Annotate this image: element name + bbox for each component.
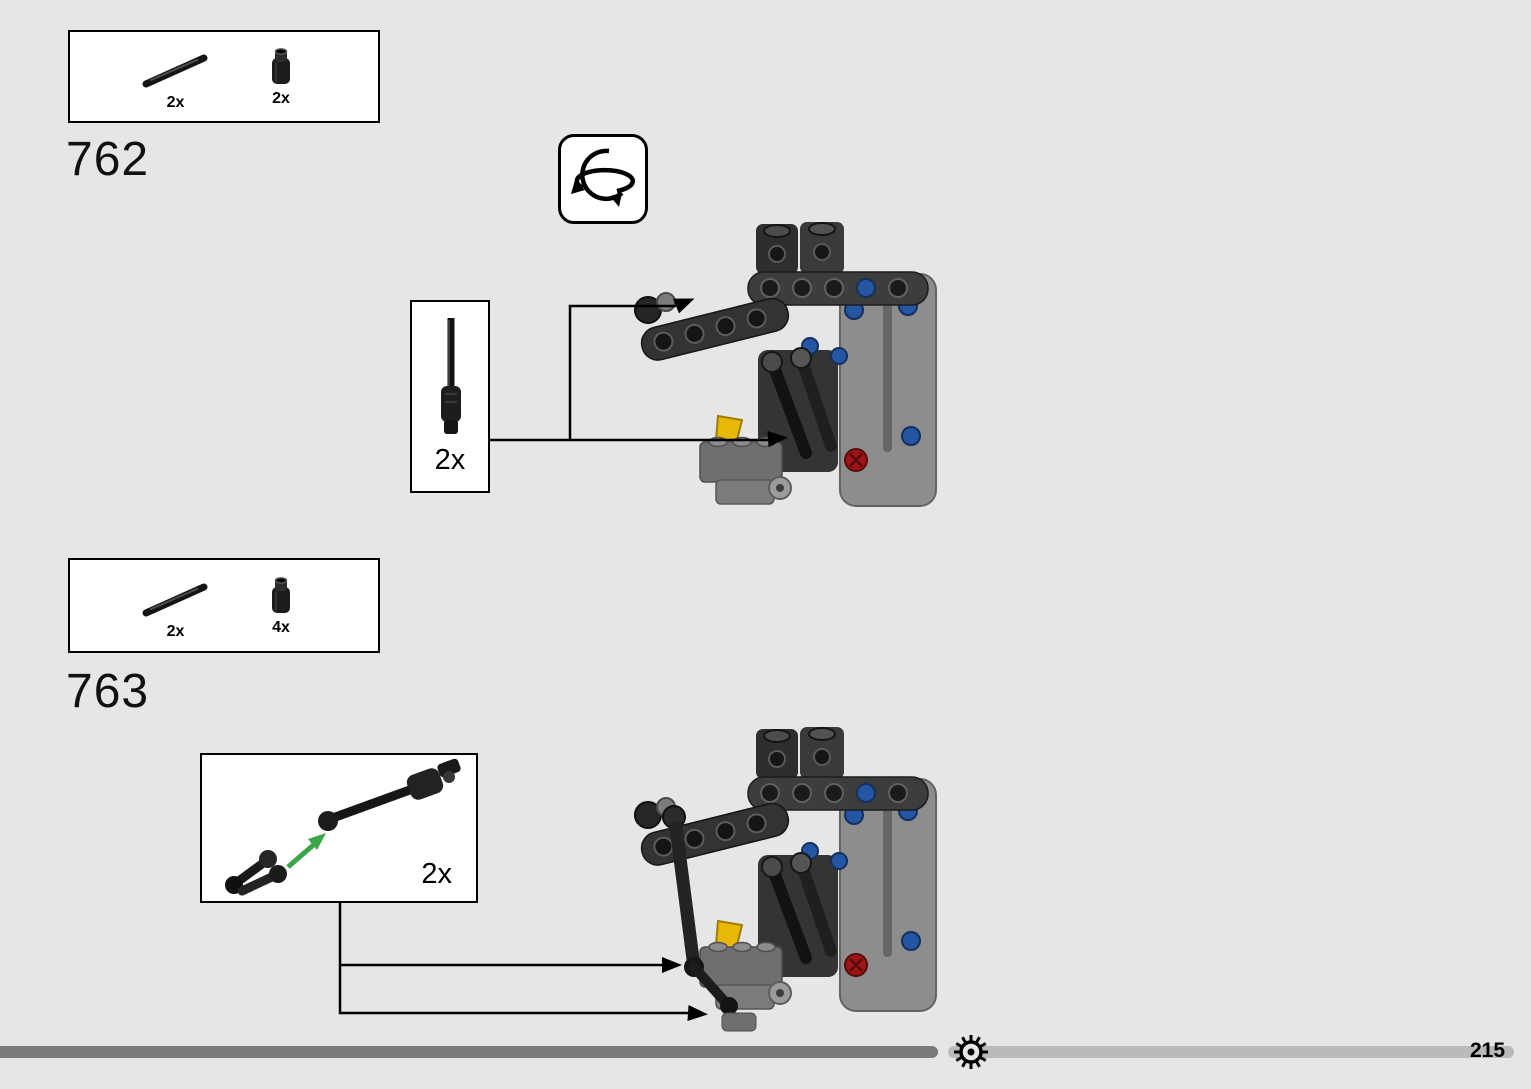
axle-3l-icon — [142, 583, 207, 617]
step-number-762: 762 — [66, 133, 150, 186]
step-763-callout-box: 2x — [200, 753, 478, 903]
part-axle-connector: 4x — [250, 575, 312, 636]
step-763-parts-box: 2x 4x — [68, 558, 380, 653]
part-axle-3l: 2x — [128, 48, 223, 111]
rotate-arrows-icon — [571, 148, 636, 207]
part-count: 2x — [166, 623, 185, 640]
ball-joint-link-icon — [225, 758, 461, 896]
axle-with-connector-icon — [441, 318, 461, 434]
step-number-763: 763 — [66, 665, 150, 718]
step-762-parts-box: 2x 2x — [68, 30, 380, 123]
step-762-callout-box: 2x — [410, 300, 490, 493]
model-render-762 — [630, 210, 950, 520]
gear-icon — [954, 1035, 988, 1069]
part-axle-3l: 2x — [128, 577, 223, 640]
axle-3l-icon — [142, 54, 207, 88]
callout-count: 2x — [421, 858, 452, 890]
progress-bar-completed — [0, 1046, 938, 1058]
model-render-763 — [630, 715, 950, 1032]
part-axle-connector: 2x — [250, 46, 312, 107]
page-number: 215 — [1470, 1039, 1506, 1062]
axle-connector-icon — [272, 577, 290, 613]
callout-count: 2x — [434, 444, 466, 476]
part-count: 4x — [272, 619, 290, 636]
part-count: 2x — [166, 94, 185, 111]
part-count: 2x — [272, 90, 290, 107]
rotate-model-icon — [558, 134, 648, 224]
axle-connector-icon — [272, 48, 290, 84]
progress-bar-remaining — [948, 1046, 1514, 1058]
added-linkage — [662, 805, 757, 1032]
